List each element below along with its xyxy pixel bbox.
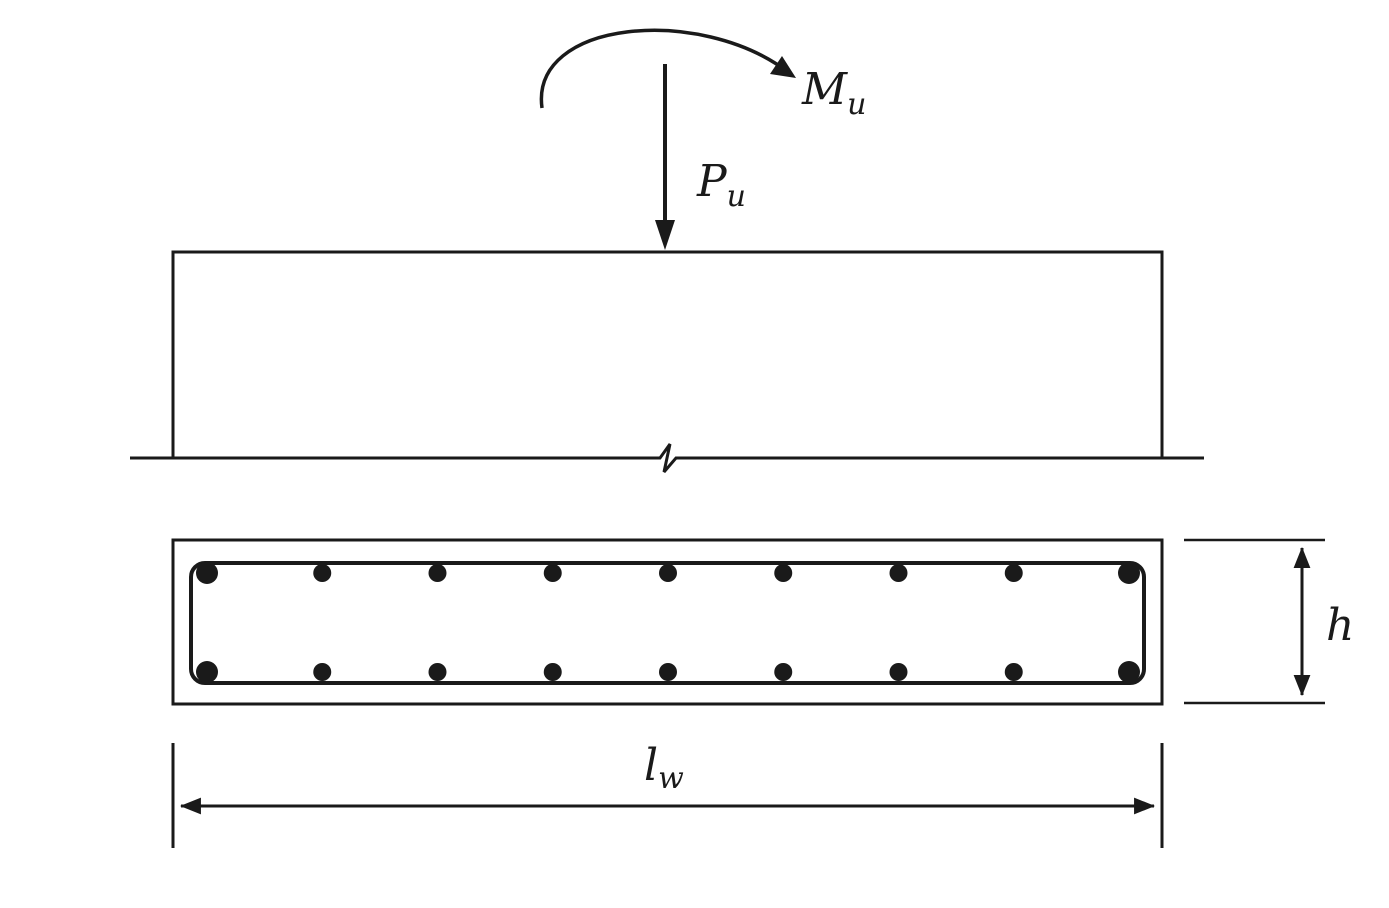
rebar bbox=[313, 663, 332, 681]
moment-arrowhead bbox=[770, 56, 796, 78]
thickness-dimension bbox=[1184, 538, 1325, 705]
rebar bbox=[774, 564, 793, 582]
rebar bbox=[659, 564, 677, 582]
rebar bbox=[313, 564, 332, 582]
rebar bbox=[196, 661, 218, 683]
thickness-label: h bbox=[1326, 600, 1354, 651]
rebar bbox=[196, 562, 218, 584]
reinforcing-bars bbox=[196, 562, 1140, 683]
rebar bbox=[774, 663, 793, 681]
rebar bbox=[428, 564, 447, 582]
rebar bbox=[543, 564, 562, 582]
section-outline bbox=[171, 538, 1164, 706]
rebar bbox=[889, 564, 908, 582]
rebar bbox=[1004, 564, 1023, 582]
rebar bbox=[1118, 562, 1140, 584]
base-line-with-break bbox=[130, 443, 1204, 473]
moment-label: Mu bbox=[801, 64, 866, 122]
axial-load-label: Pu bbox=[696, 156, 746, 214]
wall-section bbox=[171, 538, 1164, 706]
wall-elevation bbox=[130, 250, 1204, 473]
length-dimension bbox=[171, 743, 1164, 848]
rebar bbox=[428, 663, 447, 681]
rebar bbox=[889, 663, 908, 681]
rebar bbox=[1004, 663, 1023, 681]
length-label: lw bbox=[644, 740, 684, 796]
rebar bbox=[543, 663, 562, 681]
moment-arrow bbox=[539, 28, 796, 109]
rebar bbox=[1118, 661, 1140, 683]
rebar bbox=[659, 663, 677, 681]
axial-load-arrow bbox=[655, 64, 675, 250]
tie-outline bbox=[189, 561, 1146, 685]
